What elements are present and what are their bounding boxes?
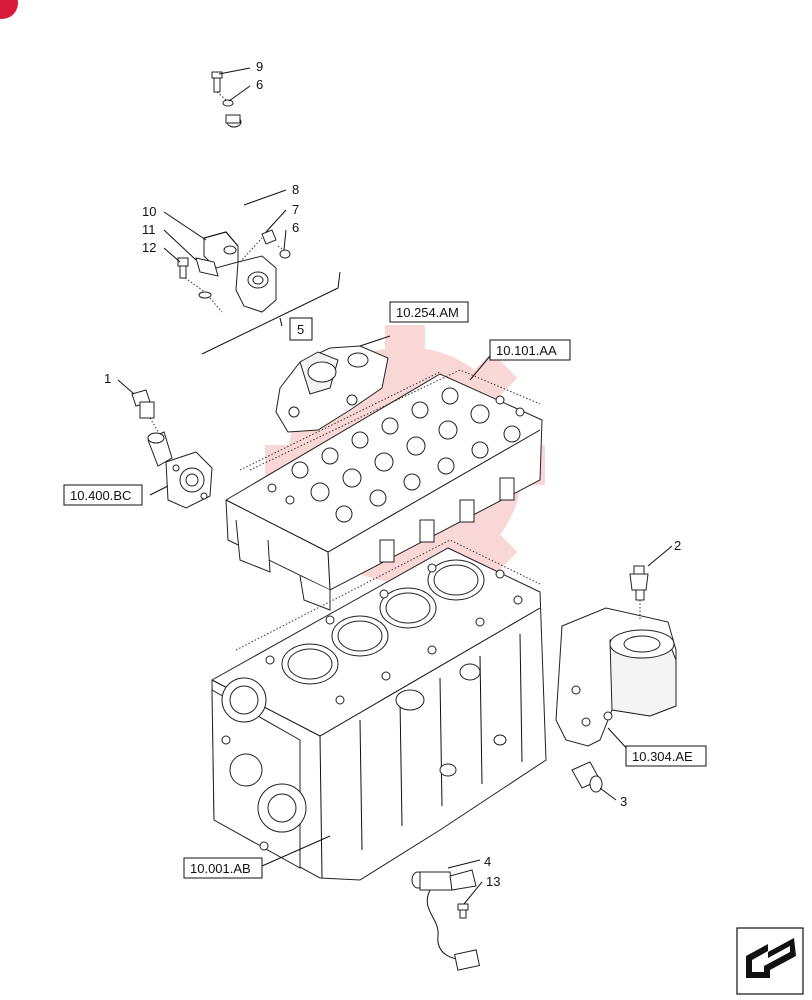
ref-block[interactable]: 10.001.AB: [190, 861, 251, 876]
callout-10[interactable]: 10: [142, 204, 156, 219]
next-page-arrow-icon[interactable]: [736, 927, 804, 995]
callout-9[interactable]: 9: [256, 59, 263, 74]
thermostat-housing: [117, 379, 213, 509]
callout-11[interactable]: 11: [142, 222, 156, 237]
callout-3[interactable]: 3: [620, 794, 627, 809]
ref-box-thermostat: [63, 484, 143, 506]
callout-5[interactable]: 5: [297, 322, 304, 337]
ref-box-head: [489, 339, 571, 361]
oil-filter-housing: [555, 545, 677, 801]
callout-6-top[interactable]: 6: [256, 77, 263, 92]
top-leaders: [163, 67, 341, 355]
ref-box-manifold: [389, 301, 469, 323]
ref-box-filter: [625, 745, 707, 767]
ref-head[interactable]: 10.101.AA: [496, 343, 557, 358]
callout-6-right[interactable]: 6: [292, 220, 299, 235]
ref-box-block: [183, 857, 263, 879]
corner-badge-icon: [0, 0, 18, 19]
pipe-assembly: [177, 71, 291, 313]
callout-12[interactable]: 12: [142, 240, 156, 255]
ref-filter[interactable]: 10.304.AE: [632, 749, 693, 764]
callout-5-box: [289, 317, 313, 341]
ref-thermostat[interactable]: 10.400.BC: [70, 488, 131, 503]
engine-block: [211, 539, 547, 881]
callout-1[interactable]: 1: [104, 371, 111, 386]
callout-8[interactable]: 8: [292, 182, 299, 197]
callout-2[interactable]: 2: [674, 538, 681, 553]
manifold-part: [275, 335, 391, 433]
callout-4[interactable]: 4: [484, 854, 491, 869]
callout-13[interactable]: 13: [486, 874, 500, 889]
cylinder-head: [225, 355, 543, 611]
ref-manifold[interactable]: 10.254.AM: [396, 305, 459, 320]
callout-7[interactable]: 7: [292, 202, 299, 217]
crank-sensor: [411, 859, 483, 971]
